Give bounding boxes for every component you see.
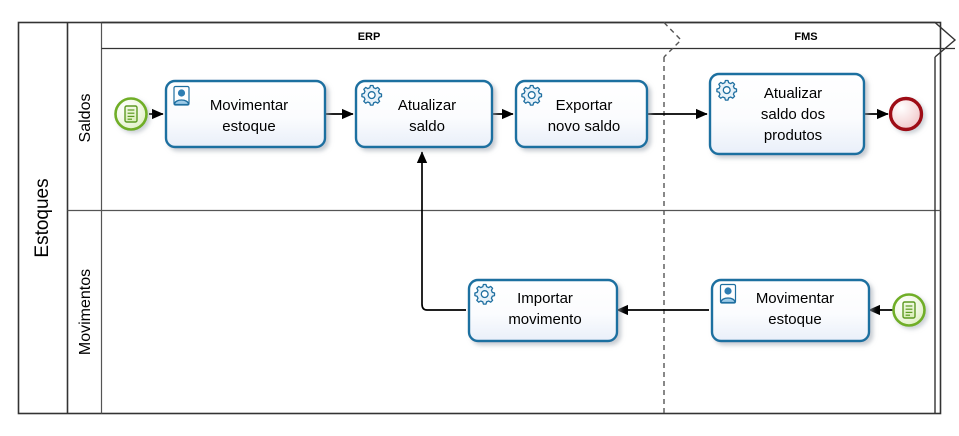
task-box[interactable] [514,79,649,149]
phase-banner [101,21,957,414]
task-label-line-1: Exportar [556,97,613,114]
task-atualizar-saldo-dos-produtos[interactable]: Atualizar saldo dos produtos [708,72,866,156]
user-icon [719,283,737,304]
task-label-line-2: saldo dos [761,106,825,123]
task-atualizar-saldo[interactable]: Atualizar saldo [354,79,494,149]
lane-label-saldos: Saldos [77,94,94,143]
task-label-line-1: Atualizar [398,97,456,114]
task-box[interactable] [164,79,327,149]
sequence-flows [149,108,893,316]
task-label-line-2: saldo [409,118,445,135]
task-label-line-2: novo saldo [548,118,621,135]
task-label-line-1: Importar [517,290,573,307]
task-box[interactable] [354,79,494,149]
task-label-line-2: estoque [222,118,275,135]
task-box[interactable] [710,278,871,343]
task-label-line-2: movimento [508,311,581,328]
task-movimentar-estoque-erp[interactable]: Movimentar estoque [164,79,327,149]
task-label-line-1: Atualizar [764,85,822,102]
flow-importar-to-atualizar [416,151,466,311]
task-label-line-3: produtos [764,127,822,144]
task-box[interactable] [708,72,866,156]
end-event-saldos[interactable] [888,96,924,132]
document-list-icon [124,105,138,123]
task-importar-movimento[interactable]: Importar movimento [467,278,619,343]
phase-divider-erp-fms [663,22,682,414]
user-icon [173,85,190,106]
task-movimentar-estoque-fms[interactable]: Movimentar estoque [710,278,871,343]
task-label-line-1: Movimentar [210,97,288,114]
phase-label-fms: FMS [794,31,817,43]
document-list-icon [902,301,916,319]
gear-icon [474,283,496,305]
task-box[interactable] [467,278,619,343]
lane-label-movimentos: Movimentos [77,269,94,355]
gear-icon [361,84,383,106]
phase-label-erp: ERP [358,31,381,43]
task-exportar-novo-saldo[interactable]: Exportar novo saldo [514,79,649,149]
task-label-line-1: Movimentar [756,290,834,307]
gear-icon [521,84,543,106]
pool-name-label: Estoques [32,178,53,257]
task-label-line-2: estoque [768,311,821,328]
end-event-circle[interactable] [888,96,924,132]
gear-icon [716,79,738,101]
